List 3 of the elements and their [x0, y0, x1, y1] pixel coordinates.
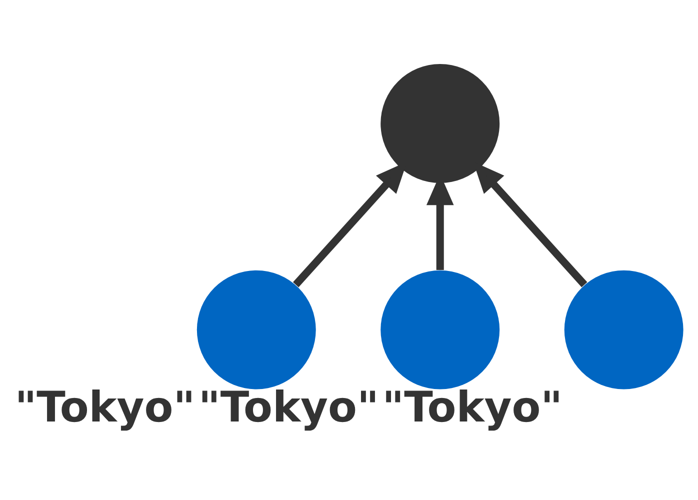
node-label: "Tokyo" [382, 382, 563, 432]
node-label: "Tokyo" [14, 382, 196, 432]
node-label: "Tokyo" [198, 382, 379, 432]
